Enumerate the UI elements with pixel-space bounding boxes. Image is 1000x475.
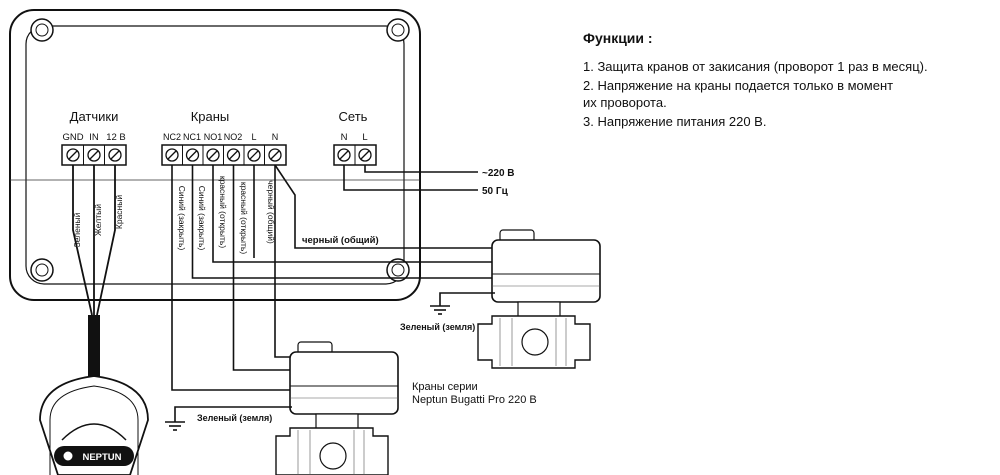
pin-label-nc1: NC1	[183, 132, 201, 142]
screw-hole-br	[386, 258, 410, 282]
terminal-screw-icon	[226, 148, 241, 162]
pin-label-power-n: N	[341, 132, 348, 143]
pin-label-12v: 12 В	[106, 132, 126, 143]
pin-label-in: IN	[89, 132, 99, 143]
pin-label-power-l: L	[362, 132, 367, 143]
terminal-screw-icon	[358, 148, 372, 162]
terminal-screw-icon	[87, 148, 101, 162]
valve-wire-label-nc1: Синий (закрыть)	[197, 186, 207, 251]
sensor-wire-label-yellow: Желтый	[93, 204, 103, 236]
functions-list: 1. Защита кранов от закисания (проворот …	[583, 58, 993, 130]
sensor-wire-label-red: Красный	[114, 195, 124, 229]
valve-wire-label-no1: красный (открыть)	[218, 176, 228, 248]
leak-sensor: NEPTUN	[39, 375, 149, 475]
sensor-cable	[72, 165, 116, 377]
terminal-screw-icon	[108, 148, 122, 162]
valve-terminal-block	[161, 144, 287, 166]
power-wires	[343, 165, 478, 191]
functions-title: Функции :	[583, 30, 653, 46]
terminal-screw-icon	[165, 148, 179, 162]
pin-label-gnd: GND	[62, 132, 83, 143]
screw-hole-tl	[30, 18, 54, 42]
pin-label-l: L	[251, 132, 256, 142]
pin-label-no2: NO2	[224, 132, 243, 142]
screw-hole-bl	[30, 258, 54, 282]
function-item-2: 2. Напряжение на краны подается только в…	[583, 78, 894, 110]
function-item-1: 1. Защита кранов от закисания (проворот …	[583, 59, 928, 74]
sensor-terminal-block	[61, 144, 127, 166]
power-label-frequency: 50 Гц	[482, 186, 509, 197]
valve-wire-label-no2: красный (открыть)	[239, 182, 249, 254]
functions-panel: Функции : 1. Защита кранов от закисания …	[583, 30, 993, 132]
function-item-3: 3. Напряжение питания 220 В.	[583, 114, 767, 129]
valve-actuator-lower	[275, 341, 399, 475]
sensor-brand-label: NEPTUN	[82, 452, 121, 463]
valves-caption-line2: Neptun Bugatti Pro 220 В	[412, 394, 537, 406]
terminal-screw-icon	[337, 148, 351, 162]
ground-label-upper: Зеленый (земля)	[400, 322, 475, 332]
valves-caption-line1: Краны серии	[412, 381, 478, 393]
terminal-screw-icon	[66, 148, 80, 162]
pin-label-no1: NO1	[204, 132, 223, 142]
screw-hole-tr	[386, 18, 410, 42]
pin-label-n: N	[272, 132, 279, 142]
valve-wire-label-nc2: Синий (закрыть)	[177, 186, 187, 251]
pin-label-nc2: NC2	[163, 132, 181, 142]
sensors-group-label: Датчики	[70, 109, 119, 124]
terminal-screw-icon	[268, 148, 282, 162]
sensor-wire-label-green: Зеленый	[72, 212, 82, 247]
valve-wire-label-n: черный (общий)	[266, 180, 276, 244]
ground-label-lower: Зеленый (земля)	[197, 413, 272, 423]
valve-wires	[171, 164, 495, 391]
ground-upper	[430, 292, 495, 315]
valves-group-label: Краны	[191, 109, 230, 124]
valve-actuator-upper	[477, 229, 601, 369]
power-terminal-block	[333, 144, 377, 166]
terminal-screw-icon	[206, 148, 220, 162]
ground-lower	[165, 406, 292, 431]
power-group-label: Сеть	[339, 109, 368, 124]
terminal-screw-icon	[185, 148, 200, 162]
common-wire-label: черный (общий)	[302, 235, 379, 246]
terminal-screw-icon	[247, 148, 261, 162]
power-label-voltage: ~220 В	[482, 168, 515, 179]
